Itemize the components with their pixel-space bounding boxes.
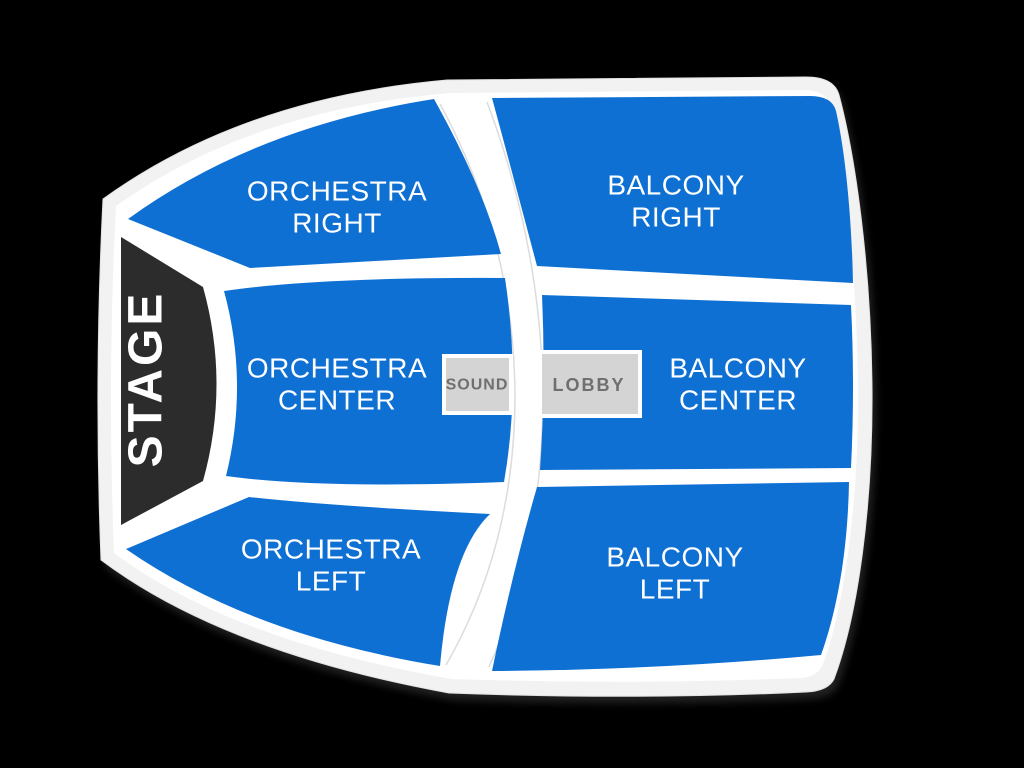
section-label-balcony-left-line1: BALCONY xyxy=(606,542,743,573)
section-label-orchestra-right-line2: RIGHT xyxy=(292,208,382,239)
section-balcony-left[interactable] xyxy=(492,482,849,671)
section-label-orchestra-center-line1: ORCHESTRA xyxy=(247,353,427,384)
lobby-label: LOBBY xyxy=(553,375,626,395)
sound-booth-box xyxy=(442,354,513,415)
section-label-orchestra-center-line2: CENTER xyxy=(278,385,396,416)
section-orchestra-center[interactable] xyxy=(224,277,513,485)
section-label-balcony-center-line2: CENTER xyxy=(679,385,797,416)
section-orchestra-right[interactable] xyxy=(128,99,501,268)
section-label-orchestra-right-line1: ORCHESTRA xyxy=(247,176,427,207)
sound-booth-label: SOUND xyxy=(446,377,509,394)
aisle-line-orchestra-side xyxy=(439,103,516,666)
section-balcony-center[interactable] xyxy=(540,295,853,470)
section-label-orchestra-left-line2: LEFT xyxy=(296,566,366,597)
stage-area xyxy=(121,237,217,525)
lobby-box xyxy=(538,350,642,418)
stage-label: STAGE xyxy=(120,291,173,468)
section-label-balcony-left-line2: LEFT xyxy=(640,574,710,605)
section-label-orchestra-left-line1: ORCHESTRA xyxy=(241,534,421,565)
section-balcony-right[interactable] xyxy=(492,96,853,283)
section-label-balcony-center-line1: BALCONY xyxy=(669,353,806,384)
section-label-balcony-right-line1: BALCONY xyxy=(607,170,744,201)
section-label-balcony-right-line2: RIGHT xyxy=(631,202,721,233)
section-orchestra-left[interactable] xyxy=(126,497,490,666)
